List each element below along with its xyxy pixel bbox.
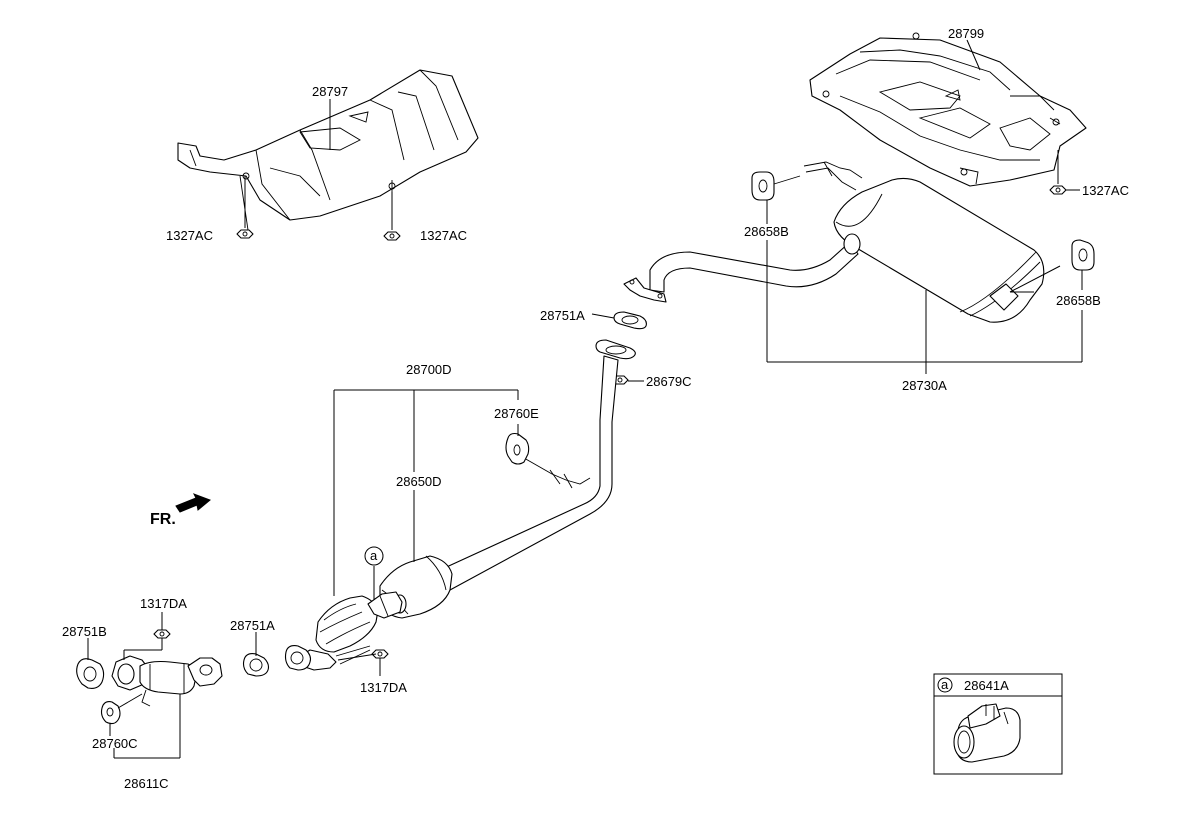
front-pipe-28611c xyxy=(111,655,223,707)
label-28650d: 28650D xyxy=(396,474,442,489)
label-1317da-top: 1317DA xyxy=(140,596,187,611)
label-28760e: 28760E xyxy=(494,406,539,421)
label-28751a-bottom: 28751A xyxy=(230,618,275,633)
label-28658b-a: 28658B xyxy=(744,224,789,239)
inset-clamp-box xyxy=(933,673,1063,775)
label-28797: 28797 xyxy=(312,84,348,99)
label-28658b-b: 28658B xyxy=(1056,293,1101,308)
nut-1327ac-left-a xyxy=(236,229,254,239)
label-1327ac-a: 1327AC xyxy=(166,228,213,243)
nut-1317da-right xyxy=(371,649,389,659)
nut-1327ac-right xyxy=(1049,185,1067,195)
hanger-28658b-b xyxy=(1071,239,1095,271)
label-28760c: 28760C xyxy=(92,736,138,751)
leader-lines xyxy=(87,39,1083,759)
gasket-28751b xyxy=(76,658,105,689)
flange-front xyxy=(284,645,312,671)
flange-center xyxy=(595,339,636,360)
label-28799: 28799 xyxy=(948,26,984,41)
callout-a-circle xyxy=(364,546,384,566)
label-28700d: 28700D xyxy=(406,362,452,377)
label-28730a: 28730A xyxy=(902,378,947,393)
label-1327ac-c: 1327AC xyxy=(1082,183,1129,198)
label-28611c: 28611C xyxy=(124,776,169,791)
gasket-28751a-bottom xyxy=(242,653,270,677)
hanger-28760e xyxy=(505,432,530,465)
label-28751b: 28751B xyxy=(62,624,107,639)
label-1327ac-b: 1327AC xyxy=(420,228,467,243)
inset-callout-letter: a xyxy=(941,677,949,692)
label-28751a-top: 28751A xyxy=(540,308,585,323)
label-1317da-bottom: 1317DA xyxy=(360,680,407,695)
nut-1317da-left xyxy=(153,629,171,639)
gasket-28751a-top xyxy=(613,311,647,330)
center-pipe-28650d xyxy=(379,355,619,619)
hanger-28658b-a xyxy=(751,171,801,201)
label-28641a: 28641A xyxy=(964,678,1009,693)
label-fr: FR. xyxy=(150,511,176,528)
front-arrow-icon xyxy=(175,493,211,513)
rear-muffler-28730a xyxy=(649,161,1045,323)
nut-1327ac-left-b xyxy=(383,231,401,241)
hanger-28760c xyxy=(100,693,143,725)
heat-protector-28799 xyxy=(809,32,1087,187)
center-flange-bracket xyxy=(623,277,667,303)
label-28679c: 28679C xyxy=(646,374,692,389)
callout-a-letter: a xyxy=(370,548,378,563)
pipe-clamp-icon xyxy=(953,703,1021,763)
